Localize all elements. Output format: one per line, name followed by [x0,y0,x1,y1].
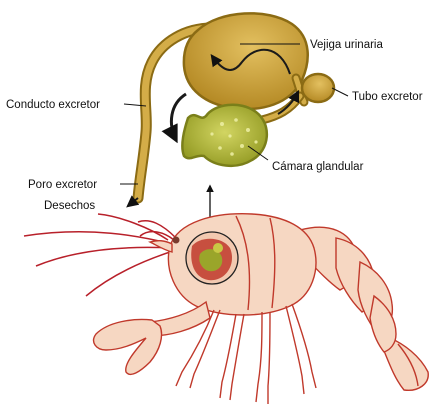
excretory-organ [128,13,334,206]
urinary-bladder [184,13,308,109]
label-waste: Desechos [44,200,95,212]
crayfish-illustration [24,214,428,404]
excretory-tube [302,74,334,102]
label-pore: Poro excretor [28,179,97,191]
label-bladder: Vejiga urinaria [310,39,383,51]
glandular-chamber [182,105,267,166]
claw [94,320,162,375]
label-tube: Tubo excretor [352,91,423,103]
label-chamber: Cámara glandular [272,161,364,173]
label-duct: Conducto excretor [6,99,100,111]
antennae [24,214,176,296]
